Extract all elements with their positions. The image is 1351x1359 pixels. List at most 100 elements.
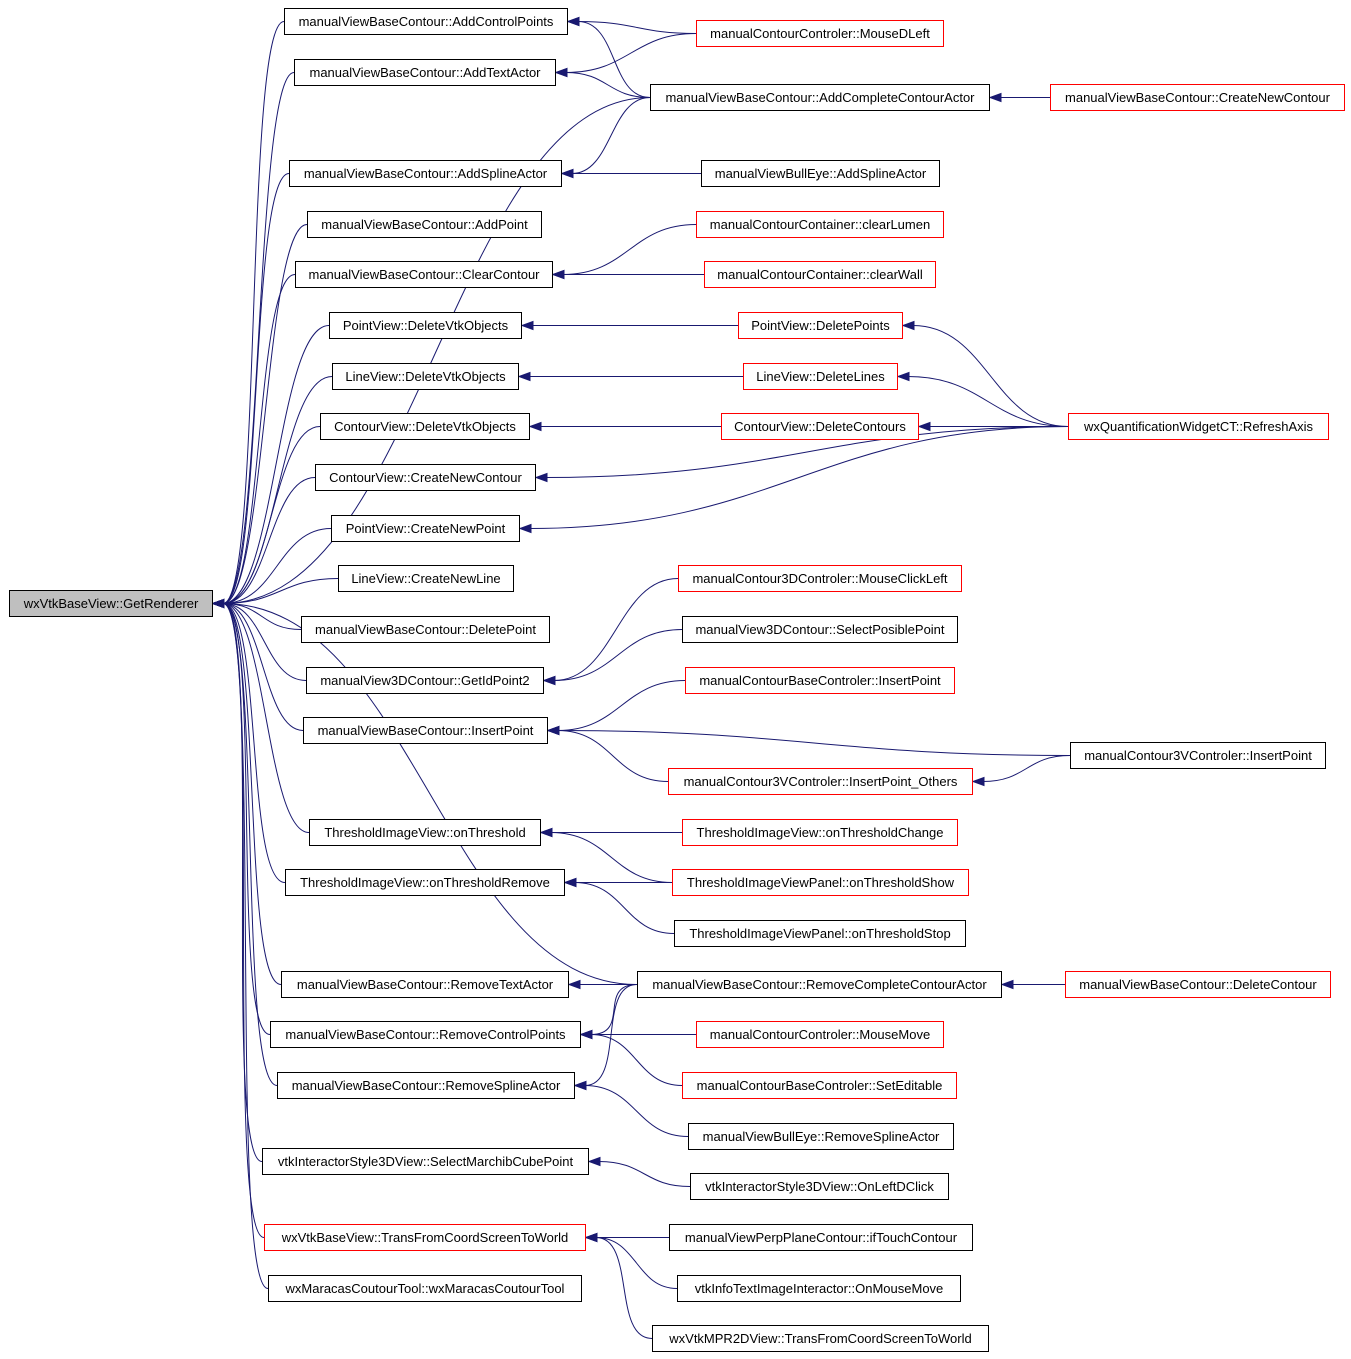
node-wx-quantification-widget-ct-refresh-axis[interactable]: wxQuantificationWidgetCT::RefreshAxis	[1068, 413, 1329, 440]
edge-arrowhead	[520, 320, 534, 331]
edge-threshold-image-view-on-threshold-to-wx-vtk-base-view-get-renderer	[222, 603, 310, 833]
node-manual-view-base-contour-remove-control-points[interactable]: manualViewBaseContour::RemoveControlPoin…	[270, 1021, 581, 1048]
node-manual-contour3-vcontroler-insert-point-others[interactable]: manualContour3VControler::InsertPoint_Ot…	[668, 768, 973, 795]
edge-arrowhead	[563, 877, 577, 888]
node-manual-contour-controler-mouse-dleft[interactable]: manualContourControler::MouseDLeft	[696, 20, 944, 47]
edge-arrowhead	[554, 67, 568, 78]
node-manual-view-base-contour-delete-point[interactable]: manualViewBaseContour::DeletePoint	[301, 616, 550, 643]
node-point-view-delete-vtk-objects[interactable]: PointView::DeleteVtkObjects	[329, 312, 522, 339]
edge-wx-quantification-widget-ct-refresh-axis-to-line-view-delete-lines	[907, 376, 1069, 427]
node-wx-maracas-coutour-tool-wx-maracas-coutour-tool[interactable]: wxMaracasCoutourTool::wxMaracasCoutourTo…	[268, 1275, 582, 1302]
node-manual-view-base-contour-add-spline-actor[interactable]: manualViewBaseContour::AddSplineActor	[289, 160, 562, 187]
edge-arrowhead	[579, 1029, 593, 1040]
node-manual-view-base-contour-remove-text-actor[interactable]: manualViewBaseContour::RemoveTextActor	[281, 971, 569, 998]
edge-manual-contour-controler-mouse-dleft-to-manual-view-base-contour-add-text-actor	[565, 33, 697, 73]
node-manual-view-base-contour-add-text-actor[interactable]: manualViewBaseContour::AddTextActor	[294, 59, 556, 86]
edge-wx-quantification-widget-ct-refresh-axis-to-contour-view-create-new-contour	[545, 426, 1069, 478]
edge-manual-contour-base-controler-insert-point-to-manual-view-base-contour-insert-point	[557, 680, 686, 731]
node-manual-view-base-contour-remove-complete-contour-actor[interactable]: manualViewBaseContour::RemoveCompleteCon…	[637, 971, 1002, 998]
edge-vtk-interactor-style3-dview-on-left-dclick-to-vtk-interactor-style3-dview-select-marchib-cube-point	[598, 1161, 691, 1187]
node-point-view-create-new-point[interactable]: PointView::CreateNewPoint	[331, 515, 520, 542]
node-manual-view-base-contour-remove-spline-actor[interactable]: manualViewBaseContour::RemoveSplineActor	[277, 1072, 575, 1099]
edge-manual-view-base-contour-add-complete-contour-actor-to-manual-view-base-contour-add-spline-actor	[571, 97, 651, 174]
edge-manual-view-bull-eye-remove-spline-actor-to-manual-view-base-contour-remove-spline-actor	[584, 1085, 689, 1137]
node-manual-view-perp-plane-contour-if-touch-contour[interactable]: manualViewPerpPlaneContour::ifTouchConto…	[669, 1224, 973, 1251]
edge-manual-contour3-vcontroler-insert-point-to-manual-contour3-vcontroler-insert-point-others	[982, 755, 1071, 782]
edge-arrowhead	[971, 776, 985, 787]
node-manual-contour3-dcontroler-mouse-click-left[interactable]: manualContour3DControler::MouseClickLeft	[678, 565, 962, 592]
node-threshold-image-view-on-threshold-remove[interactable]: ThresholdImageView::onThresholdRemove	[285, 869, 565, 896]
node-line-view-delete-lines[interactable]: LineView::DeleteLines	[743, 363, 898, 390]
edge-arrowhead	[211, 598, 225, 609]
edge-arrowhead	[542, 675, 556, 686]
edge-manual-contour3-dcontroler-mouse-click-left-to-manual-view3-dcontour-get-id-point2	[553, 578, 679, 681]
node-manual-view-base-contour-clear-contour[interactable]: manualViewBaseContour::ClearContour	[295, 261, 553, 288]
node-manual-view-base-contour-insert-point[interactable]: manualViewBaseContour::InsertPoint	[303, 717, 548, 744]
node-threshold-image-view-panel-on-threshold-stop[interactable]: ThresholdImageViewPanel::onThresholdStop	[674, 920, 966, 947]
edge-wx-maracas-coutour-tool-wx-maracas-coutour-tool-to-wx-vtk-base-view-get-renderer	[222, 603, 269, 1289]
node-line-view-delete-vtk-objects[interactable]: LineView::DeleteVtkObjects	[332, 363, 519, 390]
node-manual-view-base-contour-add-control-points[interactable]: manualViewBaseContour::AddControlPoints	[284, 8, 568, 35]
node-manual-view-base-contour-delete-contour[interactable]: manualViewBaseContour::DeleteContour	[1065, 971, 1331, 998]
node-manual-view-bull-eye-remove-spline-actor[interactable]: manualViewBullEye::RemoveSplineActor	[688, 1123, 954, 1150]
edge-arrowhead	[587, 1156, 601, 1167]
node-vtk-interactor-style3-dview-on-left-dclick[interactable]: vtkInteractorStyle3DView::OnLeftDClick	[690, 1173, 949, 1200]
edge-wx-vtk-mpr2-dview-trans-from-coord-screen-to-world-to-wx-vtk-base-view-trans-from-coord-screen-to-world	[595, 1237, 653, 1339]
edge-contour-view-create-new-contour-to-wx-vtk-base-view-get-renderer	[222, 477, 316, 604]
edge-arrowhead	[573, 1080, 587, 1091]
edge-arrowhead	[988, 92, 1002, 103]
node-wx-vtk-mpr2-dview-trans-from-coord-screen-to-world[interactable]: wxVtkMPR2DView::TransFromCoordScreenToWo…	[652, 1325, 989, 1352]
node-line-view-create-new-line[interactable]: LineView::CreateNewLine	[338, 565, 514, 592]
edge-arrowhead	[901, 320, 915, 331]
edge-arrowhead	[539, 827, 553, 838]
node-manual-contour-container-clear-lumen[interactable]: manualContourContainer::clearLumen	[696, 211, 944, 238]
edge-manual-contour3-vcontroler-insert-point-to-manual-view-base-contour-insert-point	[557, 730, 1071, 756]
edge-manual-view-base-contour-add-control-points-to-wx-vtk-base-view-get-renderer	[222, 21, 285, 604]
edge-manual-view-base-contour-insert-point-to-wx-vtk-base-view-get-renderer	[222, 603, 304, 731]
edge-arrowhead	[517, 371, 531, 382]
edge-manual-view3-dcontour-get-id-point2-to-wx-vtk-base-view-get-renderer	[222, 603, 307, 681]
node-vtk-interactor-style3-dview-select-marchib-cube-point[interactable]: vtkInteractorStyle3DView::SelectMarchibC…	[262, 1148, 589, 1175]
node-threshold-image-view-panel-on-threshold-show[interactable]: ThresholdImageViewPanel::onThresholdShow	[672, 869, 969, 896]
node-contour-view-delete-contours[interactable]: ContourView::DeleteContours	[721, 413, 919, 440]
node-manual-view-base-contour-create-new-contour[interactable]: manualViewBaseContour::CreateNewContour	[1050, 84, 1345, 111]
node-threshold-image-view-on-threshold[interactable]: ThresholdImageView::onThreshold	[309, 819, 541, 846]
node-manual-view-bull-eye-add-spline-actor[interactable]: manualViewBullEye::AddSplineActor	[701, 160, 940, 187]
node-vtk-info-text-image-interactor-on-mouse-move[interactable]: vtkInfoTextImageInteractor::OnMouseMove	[677, 1275, 961, 1302]
edge-wx-quantification-widget-ct-refresh-axis-to-point-view-create-new-point	[529, 426, 1069, 529]
node-contour-view-create-new-contour[interactable]: ContourView::CreateNewContour	[315, 464, 536, 491]
node-manual-contour-container-clear-wall[interactable]: manualContourContainer::clearWall	[704, 261, 936, 288]
edge-arrowhead	[1000, 979, 1014, 990]
node-wx-vtk-base-view-trans-from-coord-screen-to-world[interactable]: wxVtkBaseView::TransFromCoordScreenToWor…	[264, 1224, 586, 1251]
edge-threshold-image-view-on-threshold-remove-to-wx-vtk-base-view-get-renderer	[222, 603, 286, 883]
node-manual-view3-dcontour-get-id-point2[interactable]: manualView3DContour::GetIdPoint2	[306, 667, 544, 694]
edge-arrowhead	[917, 421, 931, 432]
edge-manual-contour-controler-mouse-dleft-to-manual-view-base-contour-add-control-points	[577, 21, 697, 34]
edge-manual-contour-base-controler-set-editable-to-manual-view-base-contour-remove-control-points	[590, 1034, 683, 1086]
node-wx-vtk-base-view-get-renderer[interactable]: wxVtkBaseView::GetRenderer	[9, 590, 213, 617]
node-manual-view-base-contour-add-complete-contour-actor[interactable]: manualViewBaseContour::AddCompleteContou…	[650, 84, 990, 111]
node-manual-contour-base-controler-set-editable[interactable]: manualContourBaseControler::SetEditable	[682, 1072, 957, 1099]
edge-manual-view3-dcontour-select-posible-point-to-manual-view3-dcontour-get-id-point2	[553, 629, 683, 681]
edge-manual-contour3-vcontroler-insert-point-others-to-manual-view-base-contour-insert-point	[557, 730, 669, 782]
node-manual-view-base-contour-add-point[interactable]: manualViewBaseContour::AddPoint	[307, 211, 542, 238]
edge-point-view-create-new-point-to-wx-vtk-base-view-get-renderer	[222, 528, 332, 604]
edge-manual-view-base-contour-clear-contour-to-wx-vtk-base-view-get-renderer	[222, 274, 296, 604]
edge-manual-view-base-contour-remove-complete-contour-actor-to-wx-vtk-base-view-get-renderer	[222, 603, 638, 985]
node-manual-contour-base-controler-insert-point[interactable]: manualContourBaseControler::InsertPoint	[685, 667, 955, 694]
edge-arrowhead	[551, 269, 565, 280]
edge-manual-view-base-contour-remove-text-actor-to-wx-vtk-base-view-get-renderer	[222, 603, 282, 985]
node-contour-view-delete-vtk-objects[interactable]: ContourView::DeleteVtkObjects	[320, 413, 530, 440]
edge-point-view-delete-vtk-objects-to-wx-vtk-base-view-get-renderer	[222, 325, 330, 604]
node-manual-contour3-vcontroler-insert-point[interactable]: manualContour3VControler::InsertPoint	[1070, 742, 1326, 769]
node-manual-view3-dcontour-select-posible-point[interactable]: manualView3DContour::SelectPosiblePoint	[682, 616, 958, 643]
node-threshold-image-view-on-threshold-change[interactable]: ThresholdImageView::onThresholdChange	[682, 819, 958, 846]
edge-arrowhead	[566, 16, 580, 27]
edge-threshold-image-view-panel-on-threshold-show-to-threshold-image-view-on-threshold	[550, 832, 673, 883]
edge-arrowhead	[584, 1232, 598, 1243]
node-manual-contour-controler-mouse-move[interactable]: manualContourControler::MouseMove	[696, 1021, 944, 1048]
edge-arrowhead	[518, 523, 532, 534]
node-point-view-delete-points[interactable]: PointView::DeletePoints	[738, 312, 903, 339]
